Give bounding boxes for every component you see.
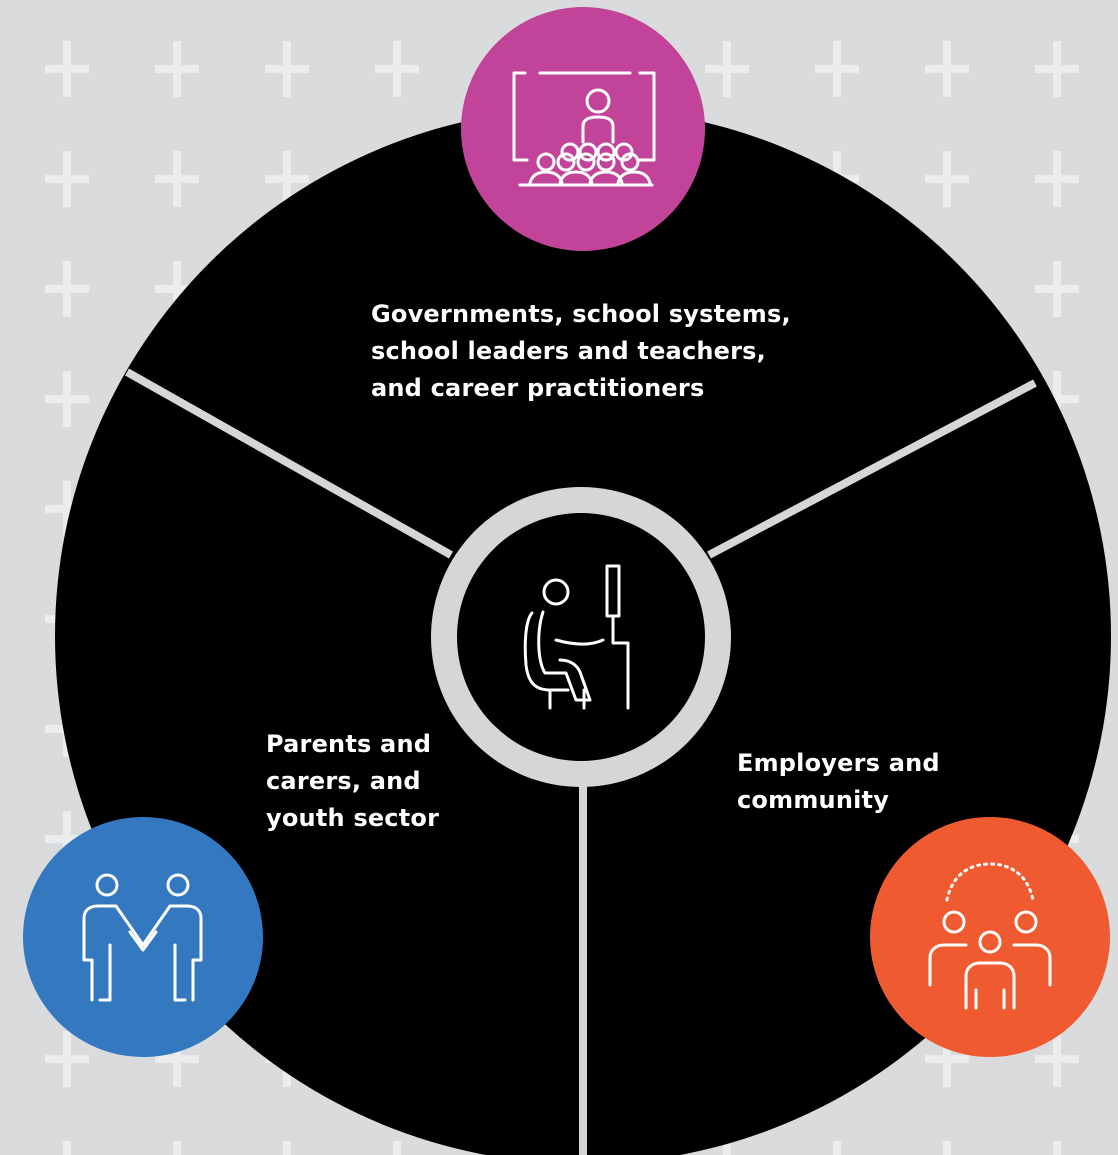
segment-label-line: and career practitioners — [371, 374, 705, 402]
two-people-holding-hands-icon — [82, 873, 203, 1002]
segment-label-line: youth sector — [266, 804, 440, 832]
segment-dividers — [125, 368, 1037, 1155]
segment-label-line: Parents and — [266, 730, 432, 758]
segment-label-right: Employers and community — [737, 745, 940, 819]
center-hub — [457, 513, 705, 761]
left-segment-badge — [23, 817, 263, 1057]
segment-label-left: Parents and carers, and youth sector — [266, 726, 439, 837]
segment-label-top: Governments, school systems, school lead… — [371, 296, 791, 407]
divider-right — [707, 379, 1037, 559]
divider-left — [125, 368, 453, 559]
segment-label-line: carers, and — [266, 767, 421, 795]
segment-label-line: community — [737, 786, 890, 814]
student-at-computer-icon — [523, 564, 630, 710]
segment-label-line: Employers and — [737, 749, 940, 777]
segment-label-line: school leaders and teachers, — [371, 337, 766, 365]
community-group-icon — [928, 862, 1052, 1010]
segment-label-line: Governments, school systems, — [371, 300, 791, 328]
classroom-teacher-icon — [512, 71, 656, 187]
right-segment-badge — [870, 817, 1110, 1057]
